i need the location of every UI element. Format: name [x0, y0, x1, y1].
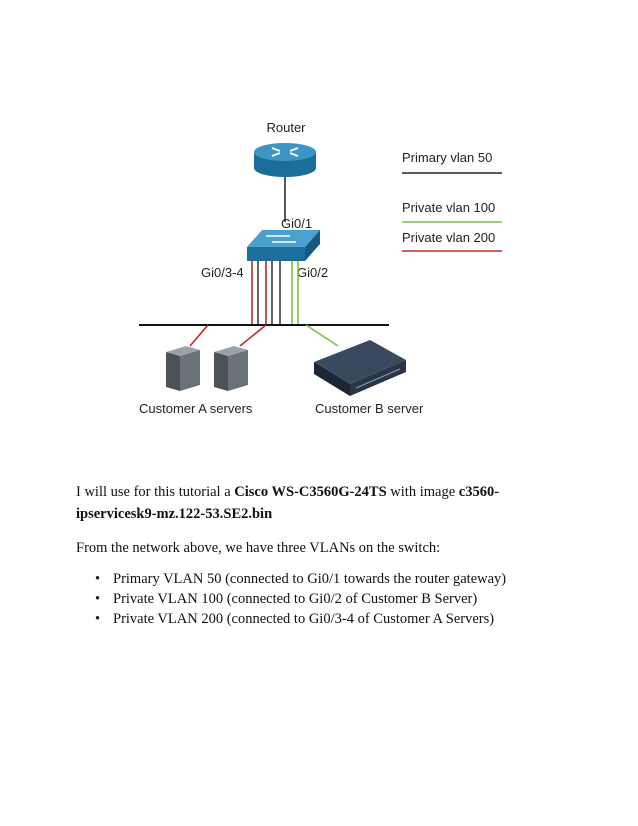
list-item: Private VLAN 100 (connected to Gi0/2 of … [95, 589, 506, 609]
switch-links [251, 261, 299, 325]
customer-b-label: Customer B server [315, 401, 424, 416]
server-icon [214, 346, 248, 391]
port-uplink-label: Gi0/1 [281, 216, 312, 231]
switch-model: Cisco WS-C3560G-24TS [234, 484, 387, 500]
legend: Primary vlan 50 Private vlan 100 Private… [402, 150, 502, 252]
ios-image-name: c3560-ipservicesk9-mz.122-53.SE2.bin [76, 484, 500, 522]
intro-text: with image [386, 484, 459, 500]
vlan-intro-paragraph: From the network above, we have three VL… [76, 540, 441, 556]
appliance-icon [314, 340, 406, 396]
router-label: Router [266, 120, 306, 135]
port-b-label: Gi0/2 [297, 265, 328, 280]
switch-icon [247, 230, 320, 261]
legend-label-vlan100: Private vlan 100 [402, 200, 495, 215]
network-diagram: Router Gi0/1 Gi0/3-4 Gi0/2 [139, 120, 502, 416]
legend-label-vlan50: Primary vlan 50 [402, 150, 492, 165]
customer-links [189, 324, 339, 347]
intro-text: I will use for this tutorial a [76, 484, 235, 500]
router-icon [254, 143, 316, 177]
vlan-list: Primary VLAN 50 (connected to Gi0/1 towa… [95, 569, 506, 629]
list-item: Private VLAN 200 (connected to Gi0/3-4 o… [95, 609, 506, 629]
port-a-label: Gi0/3-4 [201, 265, 244, 280]
customer-a-label: Customer A servers [139, 401, 253, 416]
list-item: Primary VLAN 50 (connected to Gi0/1 towa… [95, 569, 506, 589]
server-icon [166, 346, 200, 391]
intro-paragraph: I will use for this tutorial a Cisco WS-… [76, 481, 556, 525]
legend-label-vlan200: Private vlan 200 [402, 230, 495, 245]
